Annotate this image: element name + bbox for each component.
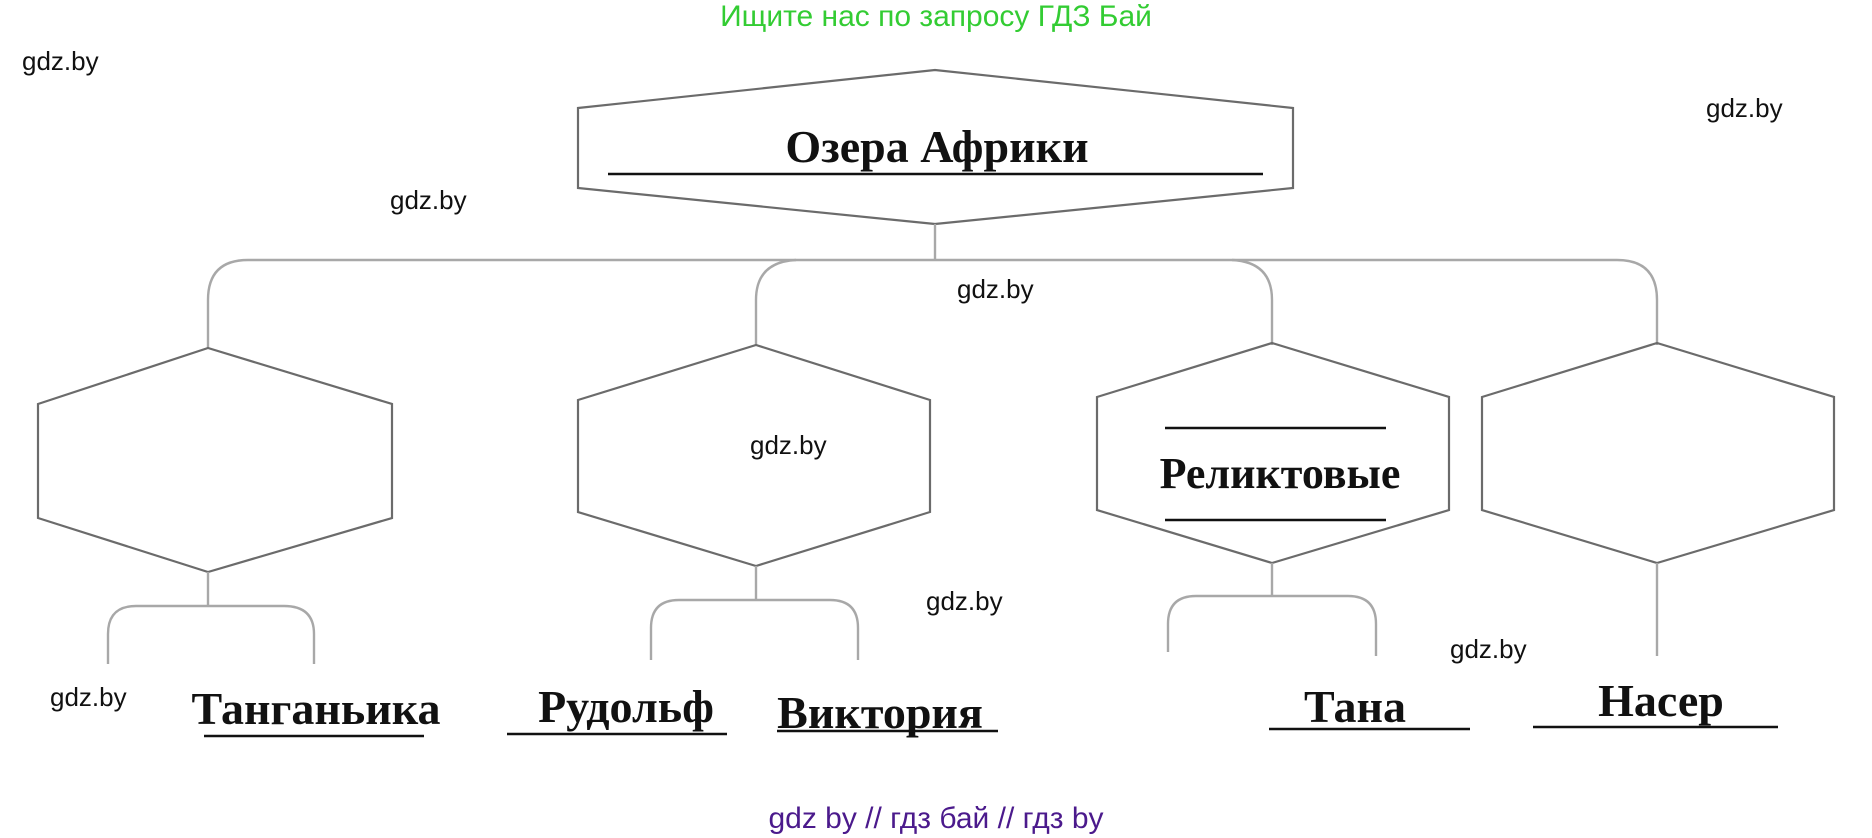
branch-connector-2 — [754, 258, 797, 345]
leaf-label-victoria: Виктория — [777, 687, 983, 738]
watermark: gdz.by — [50, 682, 127, 712]
watermark: gdz.by — [22, 46, 99, 76]
leaf-label-naser: Насер — [1598, 675, 1724, 726]
root-label: Озера Африки — [785, 121, 1088, 172]
category-hexagon-1 — [36, 346, 394, 574]
leaf-label-rudolf: Рудольф — [538, 681, 714, 732]
root-hexagon — [576, 68, 1295, 226]
watermark: gdz.by — [390, 185, 467, 215]
watermark: gdz.by — [1706, 93, 1783, 123]
leaf-label-tana: Тана — [1304, 681, 1406, 732]
leaf-connector-2 — [649, 566, 860, 660]
leaf-connector-1 — [106, 572, 316, 664]
watermark: gdz.by — [750, 430, 827, 460]
category-3-label: Реликтовые — [1160, 449, 1401, 498]
category-hexagon-3 — [1095, 341, 1451, 565]
category-hexagon-2 — [576, 343, 932, 568]
watermark: gdz.by — [957, 274, 1034, 304]
leaf-label-tanganyika: Танганьика — [191, 683, 440, 734]
banner-top-text: Ищите нас по запросу ГДЗ Бай — [720, 0, 1152, 33]
watermark: gdz.by — [926, 586, 1003, 616]
watermark: gdz.by — [1450, 634, 1527, 664]
bus-connector — [206, 258, 1659, 348]
leaf-connector-3 — [1166, 563, 1378, 656]
banner-bottom-text: gdz by // гдз бай // гдз by — [768, 802, 1104, 835]
category-hexagon-4 — [1480, 341, 1836, 565]
branch-connector-3 — [1231, 258, 1274, 345]
